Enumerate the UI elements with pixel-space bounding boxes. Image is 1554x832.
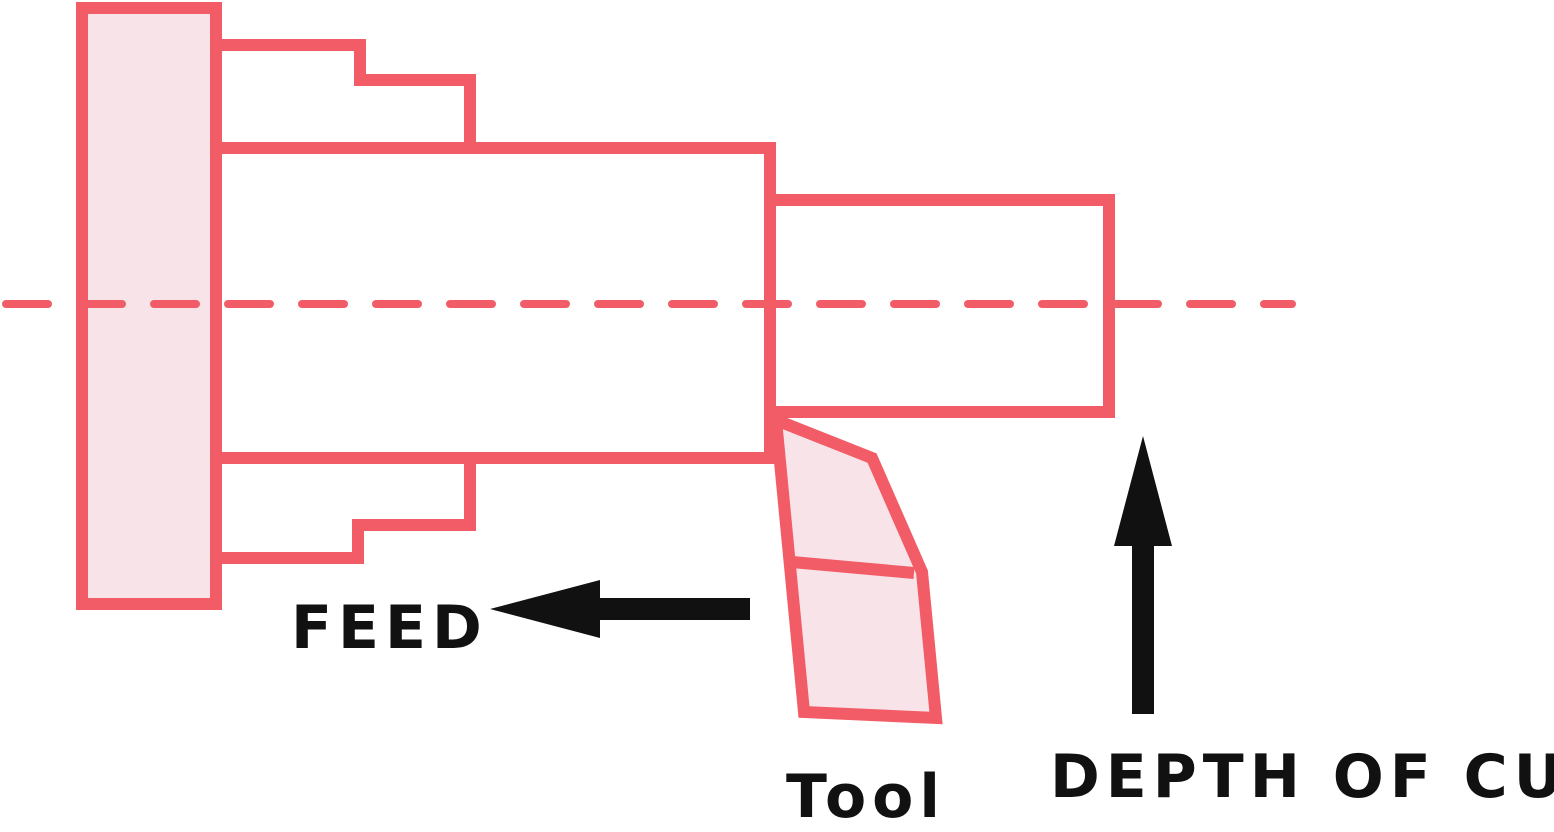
chuck-flange (76, 2, 222, 610)
depth-of-cut-label: DEPTH OF CUT (1050, 742, 1554, 812)
upper-jaw-step (216, 39, 476, 148)
lower-jaw-step (216, 458, 476, 564)
tool-shank-line (791, 556, 915, 579)
depth-of-cut-arrow-icon (1114, 436, 1172, 714)
feed-label: FEED (291, 593, 488, 663)
feed-arrow-icon (490, 580, 750, 638)
workpiece-turned-section (770, 194, 1115, 418)
tool-label: Tool (786, 762, 946, 832)
